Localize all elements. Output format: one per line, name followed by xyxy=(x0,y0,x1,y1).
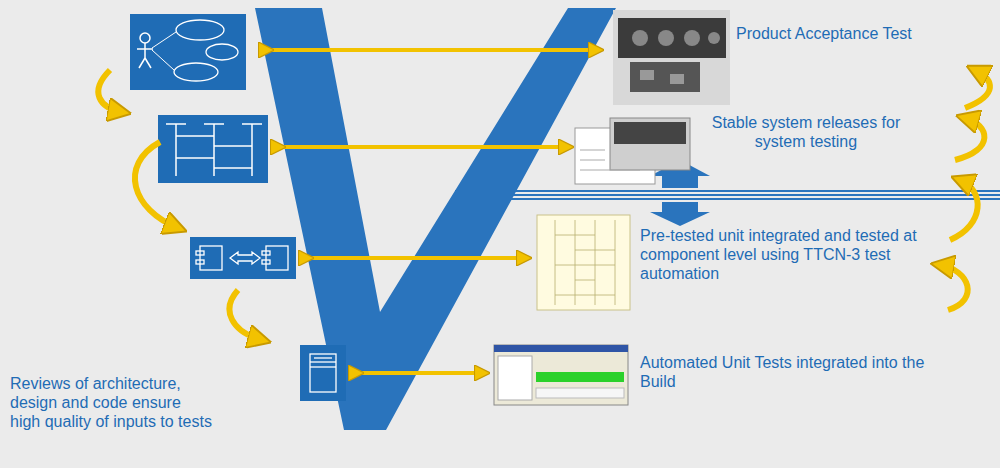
component-icon xyxy=(190,237,296,279)
sequence-icon xyxy=(158,115,268,183)
acceptance-test-label: Product Acceptance Test xyxy=(736,24,986,43)
test-rig-photo xyxy=(613,10,730,105)
review-note: Reviews of architecture, design and code… xyxy=(10,374,215,431)
unit-test-runner-screenshot xyxy=(494,345,628,405)
ttcn3-trace-screenshot xyxy=(537,215,630,310)
component-test-label: Pre-tested unit integrated and tested at… xyxy=(640,226,940,283)
system-test-screenshot xyxy=(575,118,690,184)
system-release-label: Stable system releases for system testin… xyxy=(706,113,906,151)
unit-test-label: Automated Unit Tests integrated into the… xyxy=(640,353,940,391)
use-case-icon xyxy=(130,14,246,90)
class-icon xyxy=(300,345,346,401)
